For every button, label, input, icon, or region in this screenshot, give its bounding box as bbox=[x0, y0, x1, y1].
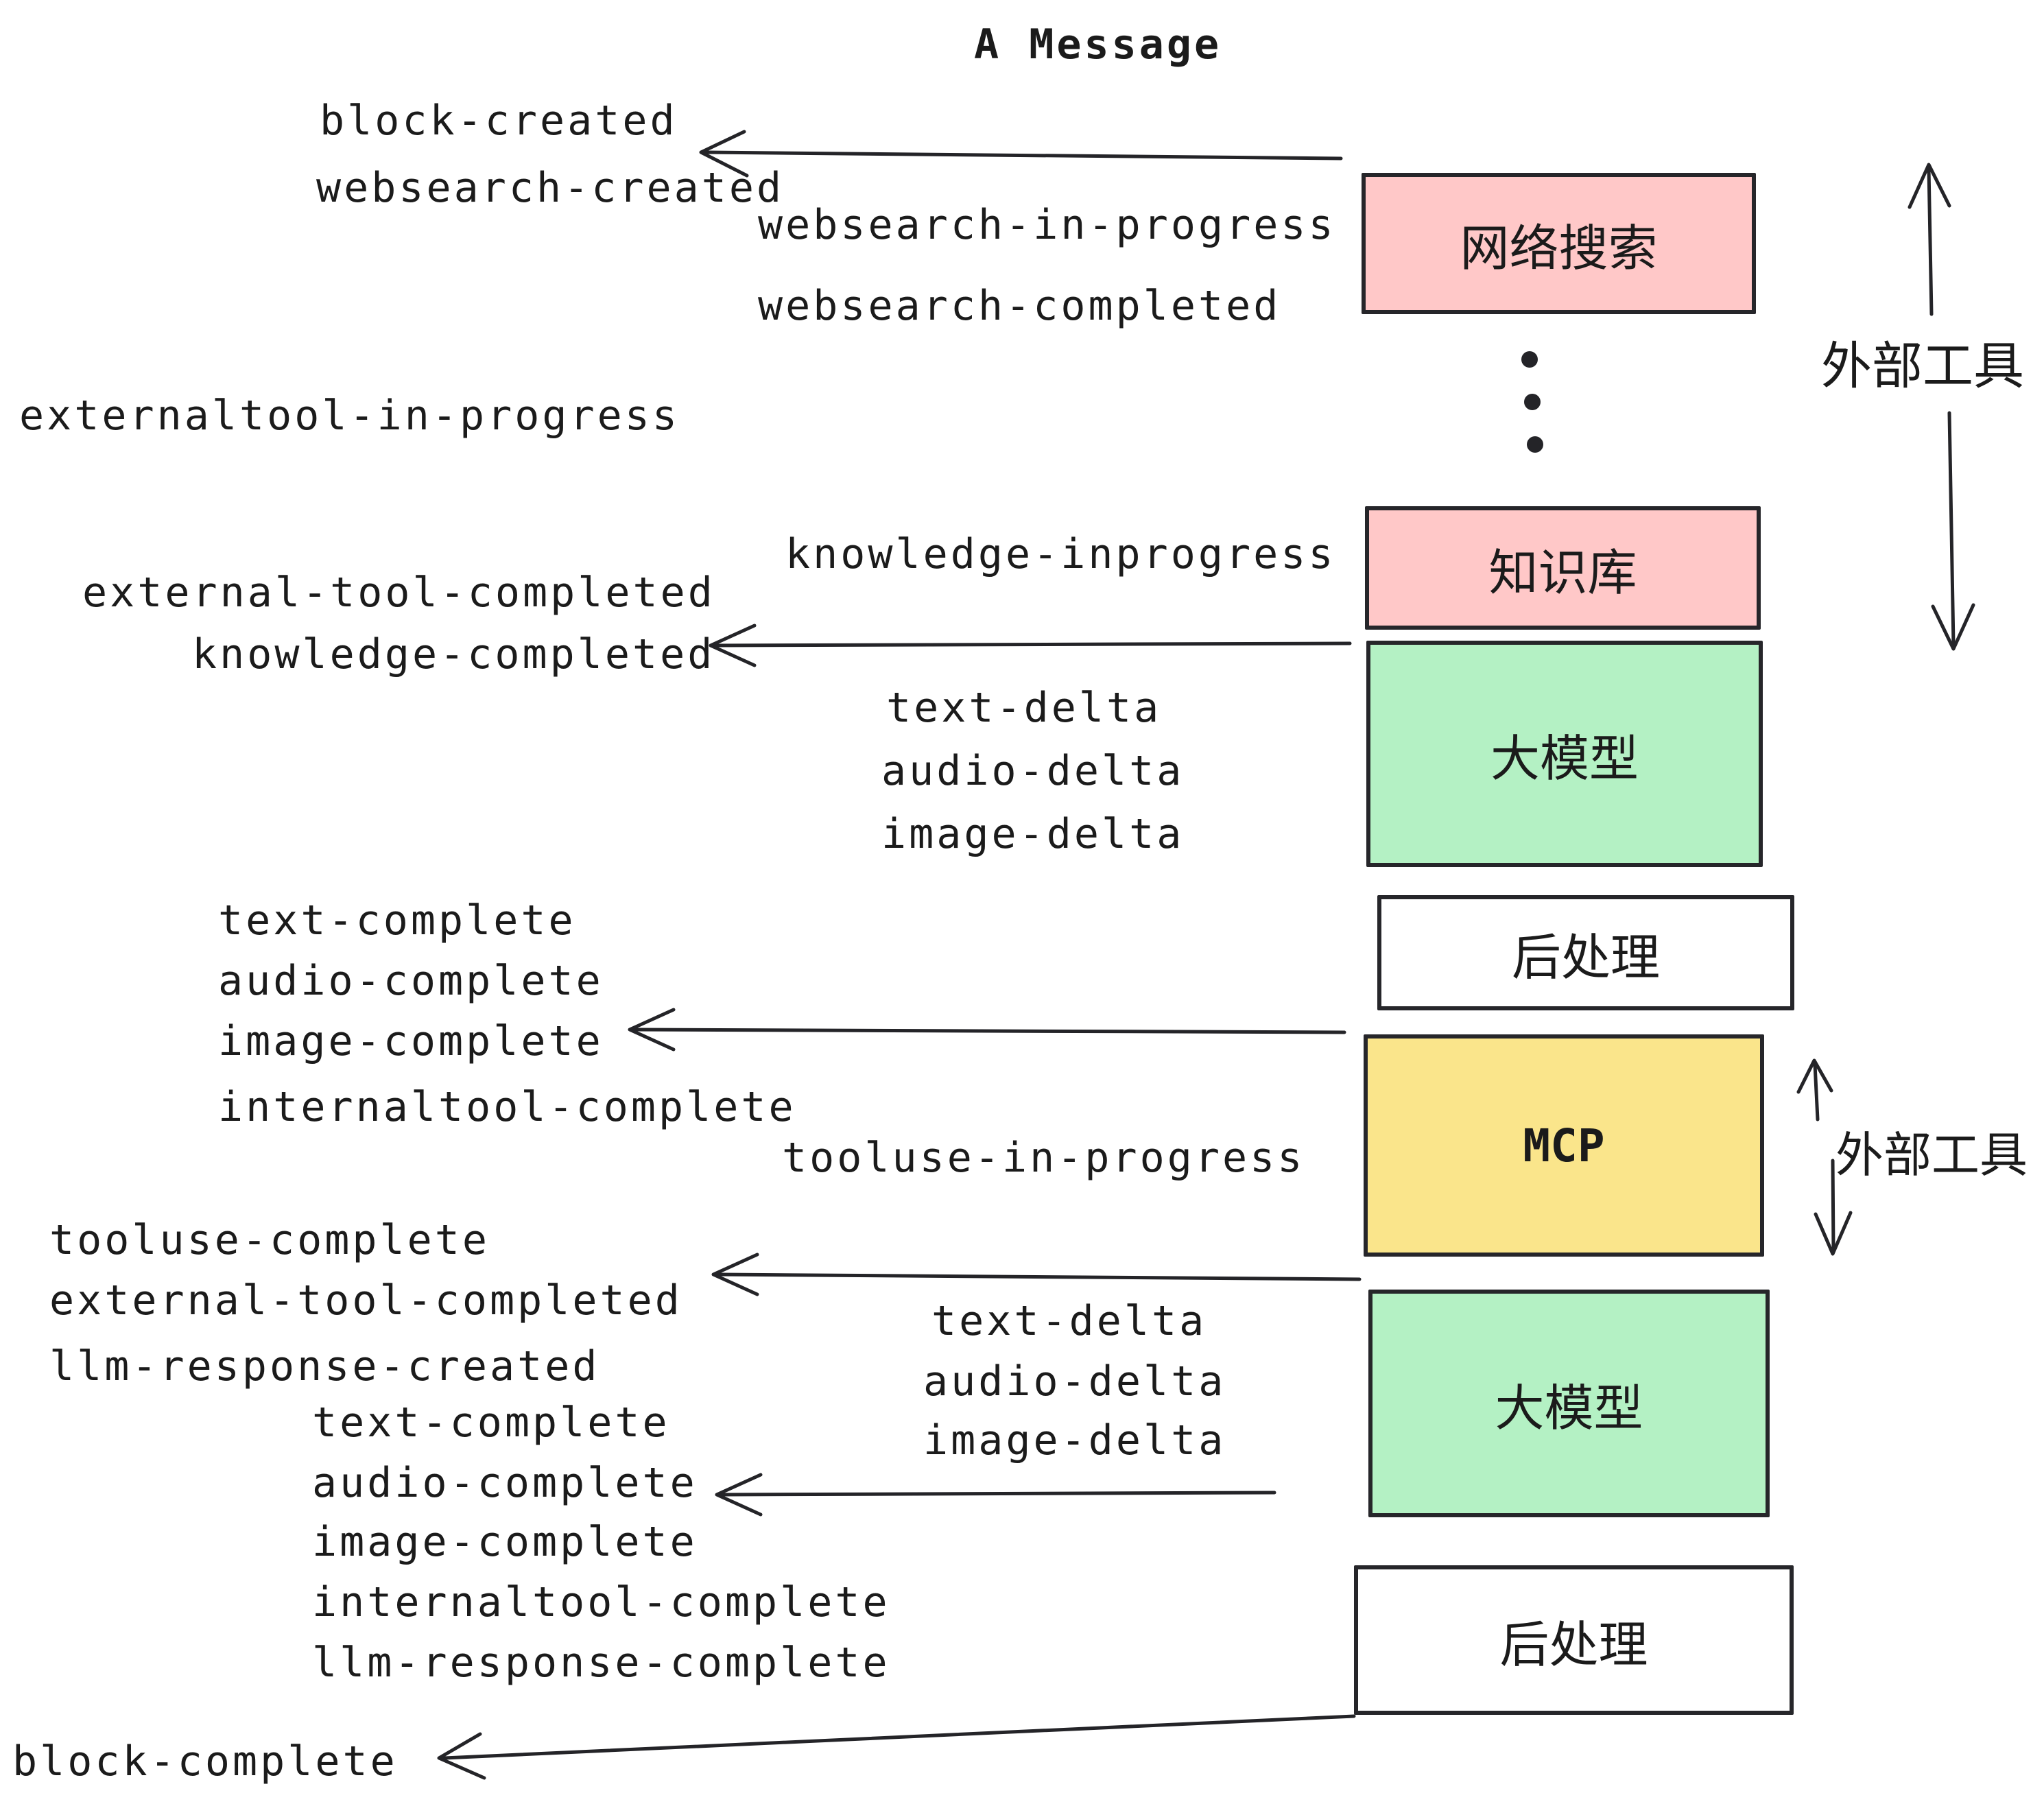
event-label-image-delta-2: image-delta bbox=[923, 1416, 1226, 1464]
node-postprocess-1: 后处理 bbox=[1377, 895, 1794, 1010]
node-knowledge: 知识库 bbox=[1365, 506, 1761, 630]
event-label-llm-response-complete: llm-response-complete bbox=[312, 1639, 890, 1687]
event-label-external-tool-completed-2: external-tool-completed bbox=[49, 1277, 682, 1325]
arrow-to-block-complete bbox=[437, 1714, 1356, 1780]
node-mcp: MCP bbox=[1364, 1034, 1764, 1257]
external-tools-up-arrow-1 bbox=[1908, 163, 1951, 316]
ellipsis-dots bbox=[1521, 351, 1543, 453]
diagram-title: A Message bbox=[974, 21, 1222, 69]
event-label-text-complete-1: text-complete bbox=[218, 897, 576, 945]
event-label-audio-delta-2: audio-delta bbox=[923, 1357, 1226, 1405]
node-knowledge-label: 知识库 bbox=[1488, 543, 1637, 602]
event-label-knowledge-completed: knowledge-completed bbox=[192, 630, 715, 678]
node-postprocess-2: 后处理 bbox=[1354, 1565, 1794, 1715]
event-label-image-complete-1: image-complete bbox=[218, 1017, 604, 1065]
event-label-block-complete: block-complete bbox=[12, 1737, 398, 1785]
node-llm-2: 大模型 bbox=[1368, 1290, 1770, 1517]
event-label-audio-delta-1: audio-delta bbox=[881, 747, 1185, 795]
event-label-block-created: block-created bbox=[320, 97, 678, 145]
event-label-llm-response-created: llm-response-created bbox=[49, 1342, 600, 1390]
node-llm-1-label: 大模型 bbox=[1490, 729, 1639, 787]
node-websearch: 网络搜索 bbox=[1362, 173, 1756, 314]
event-label-text-delta-1: text-delta bbox=[886, 684, 1162, 732]
event-label-externaltool-in-progress: externaltool-in-progress bbox=[19, 392, 680, 440]
event-label-audio-complete-2: audio-complete bbox=[312, 1459, 698, 1507]
external-tools-label-2: 外部工具 bbox=[1835, 1127, 2028, 1183]
event-label-image-delta-1: image-delta bbox=[881, 810, 1185, 858]
node-postprocess-1-label: 后处理 bbox=[1511, 928, 1660, 986]
event-label-knowledge-inprogress: knowledge-inprogress bbox=[785, 530, 1336, 578]
arrow-to-tooluse-complete bbox=[711, 1253, 1362, 1296]
arrow-to-knowledge-completed bbox=[709, 624, 1352, 667]
node-llm-2-label: 大模型 bbox=[1495, 1379, 1643, 1437]
arrow-to-audio-complete bbox=[715, 1473, 1276, 1517]
node-websearch-label: 网络搜索 bbox=[1460, 219, 1658, 277]
arrow-to-websearch-created bbox=[699, 130, 1343, 178]
event-label-internaltool-complete-2: internaltool-complete bbox=[312, 1578, 890, 1626]
arrow-to-image-complete bbox=[628, 1008, 1346, 1052]
event-label-websearch-created: websearch-created bbox=[316, 164, 785, 212]
event-label-websearch-in-progress: websearch-in-progress bbox=[758, 201, 1336, 249]
event-label-audio-complete-1: audio-complete bbox=[218, 957, 604, 1005]
node-postprocess-2-label: 后处理 bbox=[1499, 1615, 1648, 1674]
event-label-internaltool-complete-1: internaltool-complete bbox=[218, 1083, 796, 1131]
external-tools-up-arrow-2 bbox=[1796, 1058, 1833, 1121]
event-label-image-complete-2: image-complete bbox=[312, 1518, 698, 1566]
event-label-external-tool-completed: external-tool-completed bbox=[82, 569, 715, 617]
node-mcp-label: MCP bbox=[1523, 1119, 1605, 1172]
event-label-text-complete-2: text-complete bbox=[312, 1399, 670, 1447]
event-label-tooluse-in-progress: tooluse-in-progress bbox=[782, 1134, 1305, 1182]
node-llm-1: 大模型 bbox=[1366, 641, 1763, 867]
event-label-text-delta-2: text-delta bbox=[931, 1297, 1207, 1345]
external-tools-label-1: 外部工具 bbox=[1821, 337, 2024, 396]
external-tools-down-arrow-1 bbox=[1931, 411, 1975, 651]
event-label-websearch-completed: websearch-completed bbox=[758, 282, 1281, 330]
event-label-tooluse-complete: tooluse-complete bbox=[49, 1216, 490, 1264]
